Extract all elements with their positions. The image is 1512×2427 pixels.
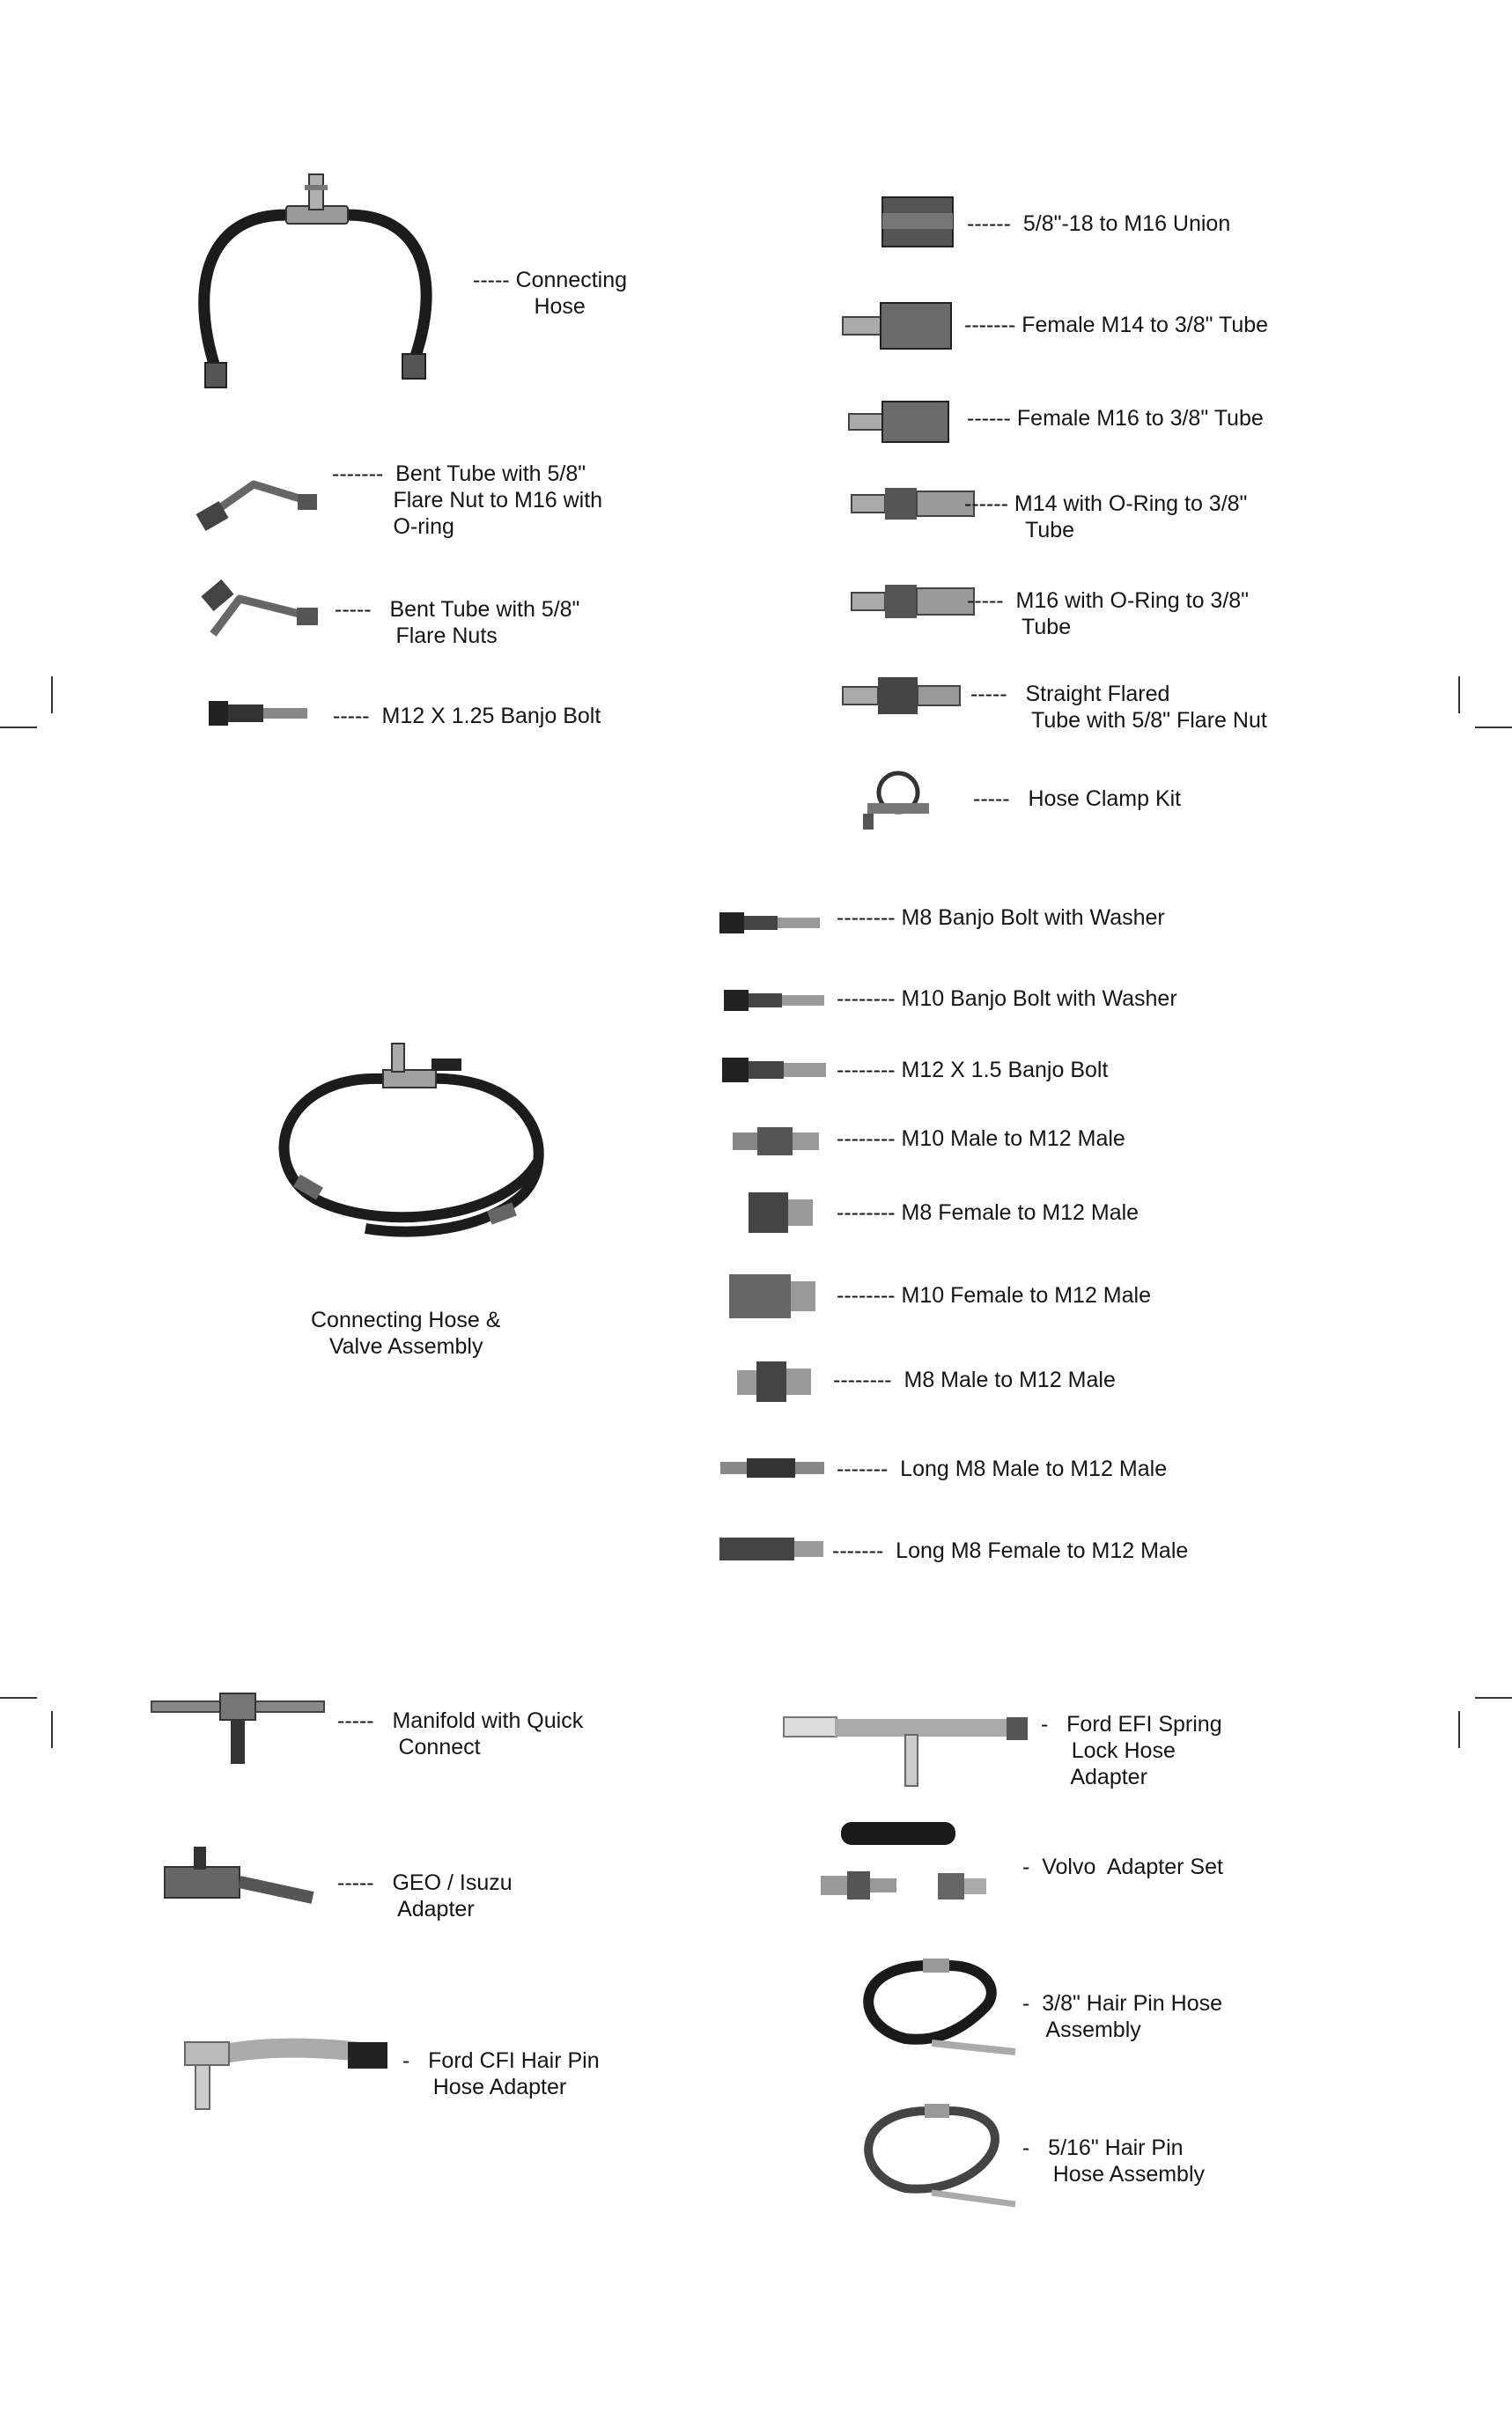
m8-male-m12-male-image — [737, 1361, 811, 1402]
hairpin-516-image — [864, 2104, 1016, 2208]
m10-banjo-label: -------- M10 Banjo Bolt with Washer — [837, 986, 1177, 1011]
straight-flared-tube-image — [842, 677, 961, 714]
crop-mark — [0, 1697, 37, 1699]
union-image — [881, 196, 954, 247]
hairpin-38-label: - 3/8" Hair Pin Hose Assembly — [1022, 1991, 1223, 2042]
m8m-m12m-label: -------- M8 Male to M12 Male — [833, 1368, 1116, 1392]
crop-mark — [0, 727, 37, 728]
banjo-bolt-m12-125-label: ----- M12 X 1.25 Banjo Bolt — [333, 704, 601, 728]
hose-clamp-label: ----- Hose Clamp Kit — [973, 786, 1182, 811]
hairpin-38-image — [863, 1959, 1016, 2055]
geo-isuzu-image — [164, 1847, 314, 1904]
ford-efi-image — [783, 1716, 1028, 1787]
connecting-hose-label: ----- Connecting Hose — [473, 268, 628, 319]
m10m-m12m-label: -------- M10 Male to M12 Male — [837, 1126, 1125, 1151]
hairpin-516-label: - 5/16" Hair Pin Hose Assembly — [1022, 2136, 1206, 2187]
m8f-m12m-label: -------- M8 Female to M12 Male — [837, 1200, 1140, 1225]
volvo-label: - Volvo Adapter Set — [1022, 1855, 1223, 1879]
bent-tube-m16-label: ------- Bent Tube with 5/8" Flare Nut to… — [332, 461, 603, 539]
m8-banjo-label: -------- M8 Banjo Bolt with Washer — [837, 905, 1165, 930]
crop-mark — [1458, 1711, 1460, 1748]
long-m8m-label: ------- Long M8 Male to M12 Male — [837, 1457, 1168, 1481]
bent-tube-m16-image — [195, 480, 317, 532]
geo-isuzu-label: ----- GEO / Isuzu Adapter — [337, 1870, 513, 1922]
long-m8-female-image — [719, 1538, 823, 1560]
m10-female-m12-male-image — [729, 1274, 815, 1318]
long-m8-male-image — [720, 1458, 824, 1478]
m10f-m12m-label: -------- M10 Female to M12 Male — [837, 1283, 1151, 1308]
m8-female-m12-male-image — [749, 1192, 813, 1233]
m14-oring-label: ------ M14 with O-Ring to 3/8" Tube — [964, 491, 1248, 542]
long-m8f-label: ------- Long M8 Female to M12 Male — [832, 1538, 1189, 1563]
crop-mark — [51, 1711, 53, 1748]
hose-valve-assembly-image — [278, 1043, 544, 1237]
bent-tube-flare-label: ----- Bent Tube with 5/8" Flare Nuts — [335, 597, 580, 648]
m10-male-m12-male-image — [733, 1127, 819, 1155]
ford-efi-label: - Ford EFI Spring Lock Hose Adapter — [1041, 1712, 1222, 1789]
straight-flared-label: ----- Straight Flared Tube with 5/8" Fla… — [970, 682, 1267, 733]
m10-banjo-image — [724, 990, 824, 1011]
m16-oring-label: ----- M16 with O-Ring to 3/8" Tube — [967, 588, 1250, 639]
crop-mark — [51, 676, 53, 713]
female-m14-label: ------- Female M14 to 3/8" Tube — [964, 313, 1269, 337]
m8-banjo-image — [719, 912, 820, 933]
connecting-hose-image — [198, 173, 432, 388]
crop-mark — [1458, 676, 1460, 713]
m16-oring-image — [851, 585, 975, 618]
crop-mark — [1475, 1697, 1512, 1699]
ford-cfi-label: - Ford CFI Hair Pin Hose Adapter — [402, 2048, 600, 2099]
bent-tube-flare-image — [201, 579, 318, 637]
manifold-label: ----- Manifold with Quick Connect — [337, 1708, 584, 1759]
ford-cfi-image — [184, 2038, 387, 2110]
crop-mark — [1475, 727, 1512, 728]
female-m16-label: ------ Female M16 to 3/8" Tube — [967, 406, 1264, 431]
banjo-bolt-m12-125-image — [209, 701, 307, 726]
union-label: ------ 5/8"-18 to M16 Union — [967, 211, 1231, 236]
hose-valve-label: Connecting Hose & Valve Assembly — [311, 1308, 501, 1359]
manifold-image — [151, 1693, 325, 1764]
m12-banjo-label: -------- M12 X 1.5 Banjo Bolt — [837, 1058, 1109, 1082]
female-m14-image — [842, 302, 952, 350]
m12-banjo-image — [722, 1058, 826, 1082]
female-m16-image — [848, 401, 949, 443]
m14-oring-image — [851, 488, 975, 520]
hose-clamp-image — [863, 771, 929, 830]
volvo-adapter-image — [821, 1822, 986, 1900]
